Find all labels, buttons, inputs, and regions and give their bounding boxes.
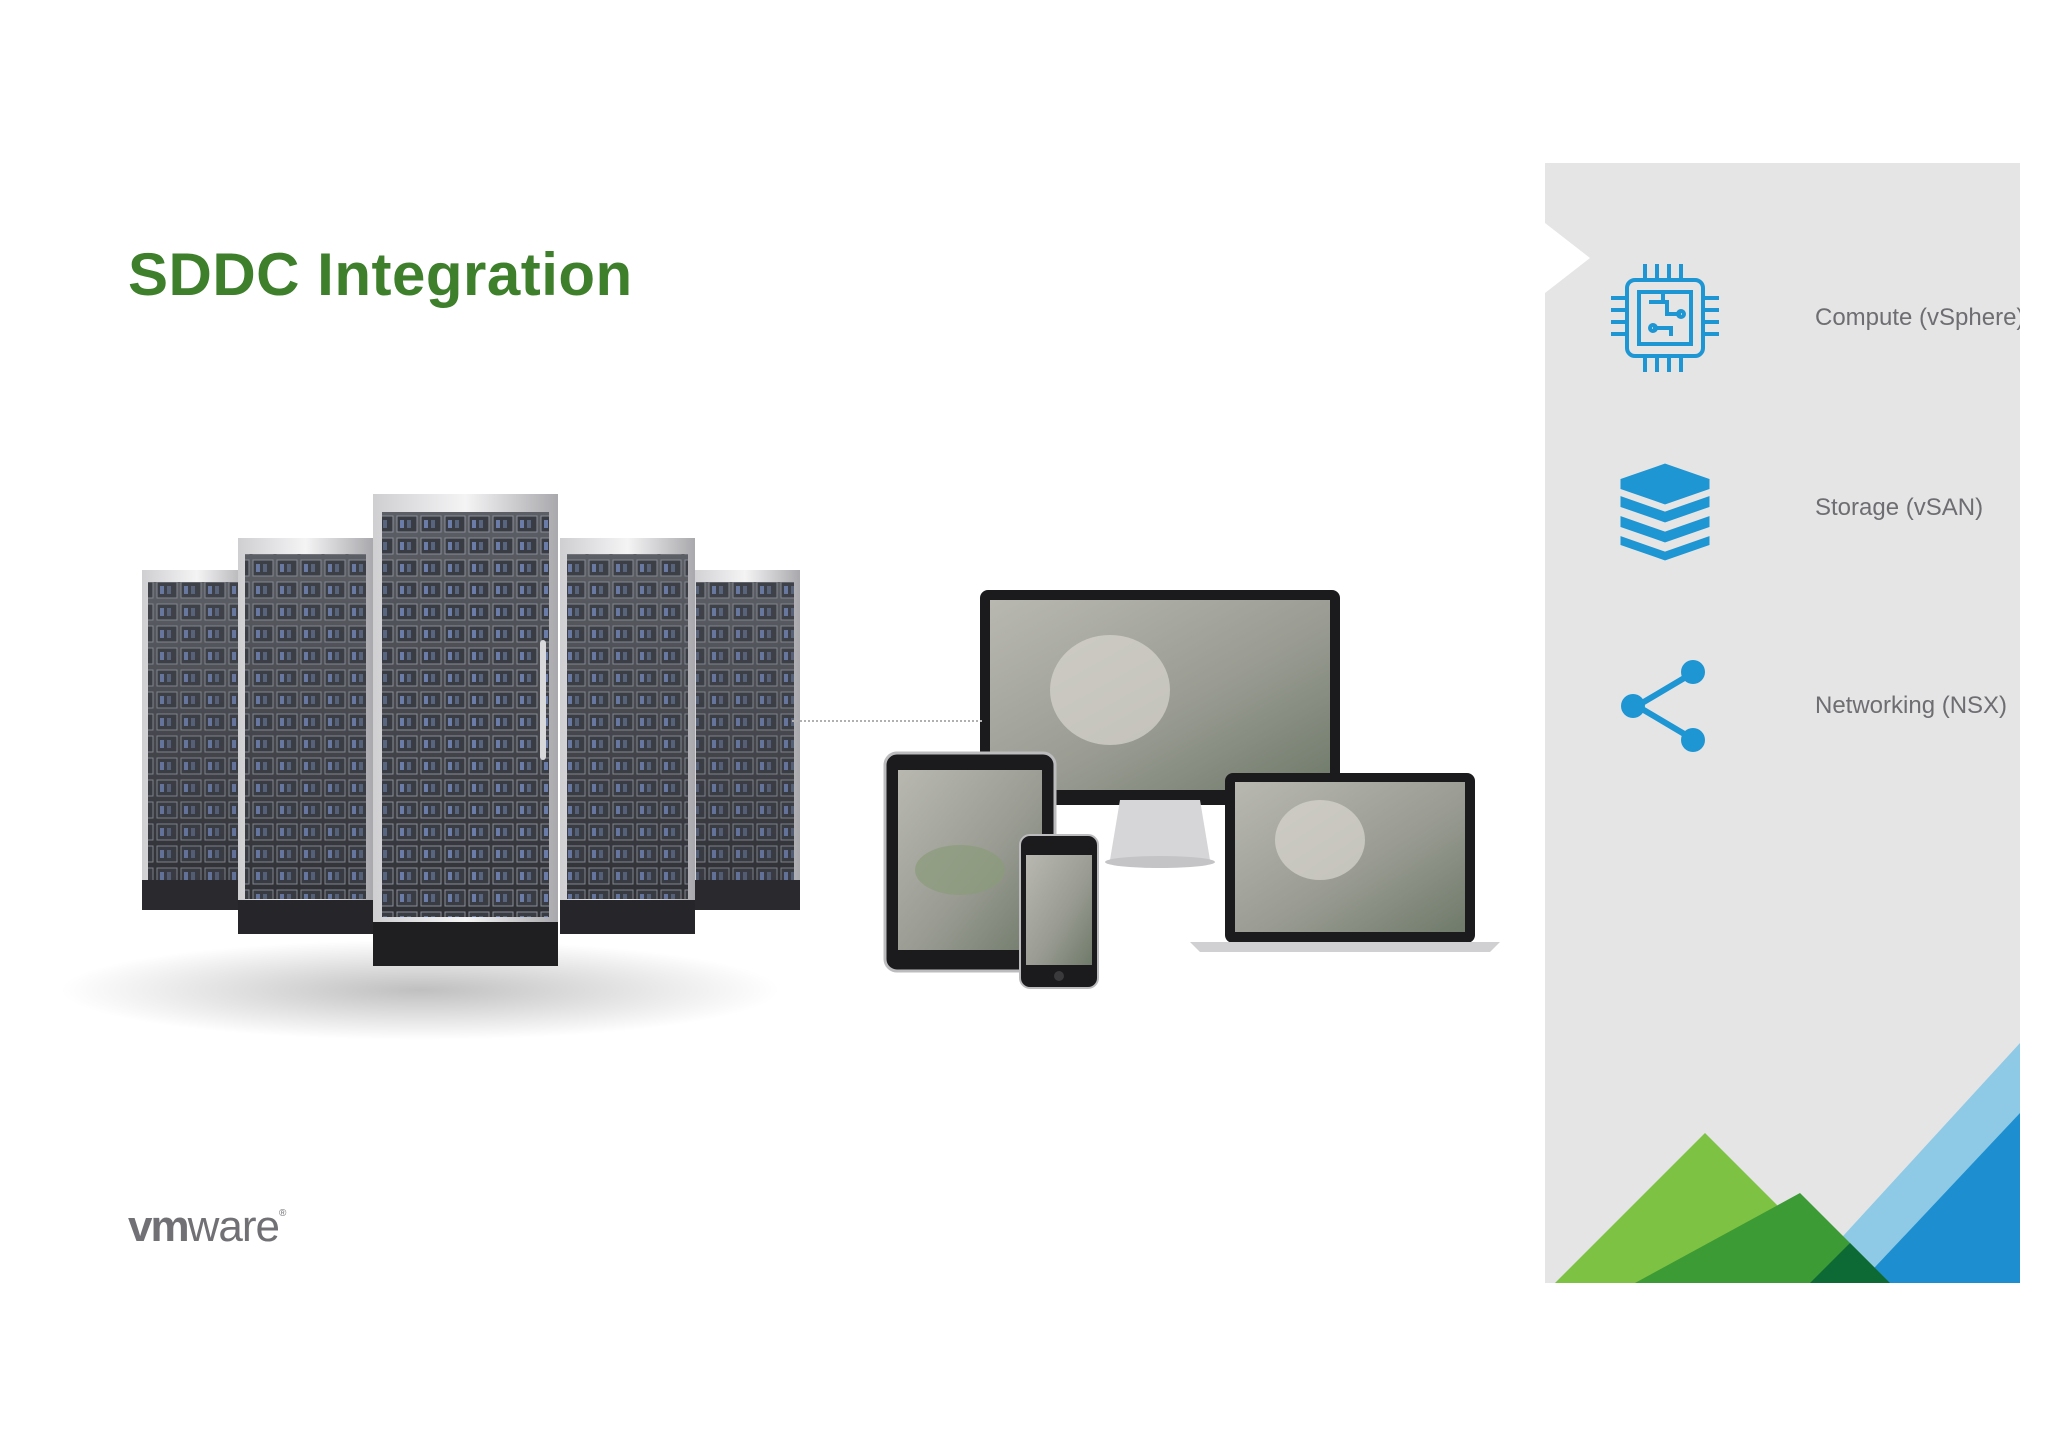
feature-networking: Networking (NSX) (1605, 646, 2015, 766)
cpu-chip-icon (1611, 264, 1719, 372)
storage-stack-icon (1617, 460, 1713, 564)
server-rack-far-right (690, 570, 800, 910)
server-racks-image (60, 494, 800, 1040)
server-rack-left (238, 538, 373, 934)
sddc-components-panel: Compute (vSphere) Storage (vSAN) (1545, 163, 2020, 1283)
feature-label-storage: Storage (vSAN) (1815, 494, 1984, 521)
dotted-connector (792, 720, 982, 722)
vmware-logo: vmware® (128, 1202, 286, 1251)
hero-svg (60, 494, 1500, 1040)
feature-storage: Storage (vSAN) (1605, 448, 2015, 568)
feature-label-compute: Compute (vSphere) (1815, 304, 2020, 331)
desktop-monitor (980, 590, 1340, 868)
panel-notch (1545, 223, 1590, 293)
responsive-devices-image (883, 590, 1500, 989)
corner-triangles-decoration (1555, 1043, 2020, 1283)
hero-illustration (60, 470, 1520, 1070)
tablet (883, 751, 1057, 973)
share-network-icon (1621, 660, 1705, 752)
server-rack-center (373, 494, 558, 966)
smartphone (1019, 834, 1099, 989)
laptop (1190, 773, 1500, 952)
server-rack-right (560, 538, 695, 934)
server-rack-far-left (142, 570, 252, 910)
slide-title: SDDC Integration (128, 241, 633, 308)
feature-label-networking: Networking (NSX) (1815, 692, 2008, 719)
feature-compute: Compute (vSphere) (1605, 258, 2020, 378)
